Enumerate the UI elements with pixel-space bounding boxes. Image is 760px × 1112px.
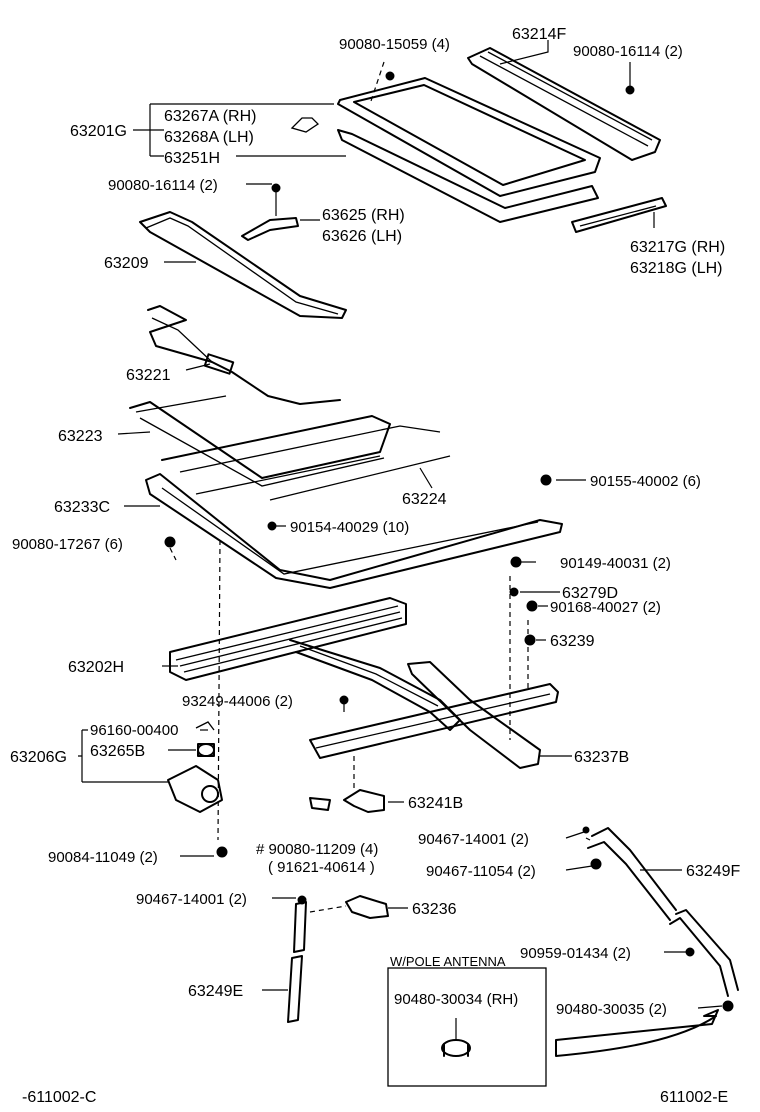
- label-63237B: 63237B: [574, 749, 629, 766]
- label-90080-16114-top: 90080-16114 (2): [573, 43, 683, 60]
- sunshade-frame: [139, 211, 347, 319]
- label-63224: 63224: [402, 491, 447, 508]
- alignment-lines: [169, 61, 591, 913]
- inset-title: W/POLE ANTENNA: [390, 954, 506, 969]
- label-63209: 63209: [104, 255, 149, 272]
- label-90155-40002: 90155-40002 (6): [590, 473, 701, 490]
- label-63221: 63221: [126, 367, 171, 384]
- label-63251H: 63251H: [164, 150, 220, 167]
- drawing-code-left: -611002-C: [22, 1089, 96, 1106]
- label-91621-40614: ( 91621-40614 ): [268, 859, 375, 876]
- label-63249F: 63249F: [686, 863, 740, 880]
- label-63233C: 63233C: [54, 499, 110, 516]
- side-trim: [571, 197, 667, 233]
- label-93249-44006: 93249-44006 (2): [182, 693, 293, 710]
- drawing-code-right: 611002-E: [660, 1089, 728, 1106]
- label-90168-40027: 90168-40027 (2): [550, 599, 661, 616]
- label-63249E: 63249E: [188, 983, 243, 1000]
- label-90149-40031: 90149-40031 (2): [560, 555, 671, 572]
- sunroof-glass-panel: [337, 77, 601, 223]
- label-63217G: 63217G (RH): [630, 239, 725, 256]
- leader-lines: [78, 40, 723, 1040]
- label-90080-17267: 90080-17267 (6): [12, 536, 123, 553]
- pole-antenna-inset: [387, 967, 719, 1087]
- rail-clamp: [309, 789, 385, 813]
- sunroof-housing-frame: [145, 425, 563, 589]
- drive-cable: [147, 305, 341, 405]
- label-63214F: 63214F: [512, 26, 566, 43]
- bracket: [241, 183, 299, 241]
- label-63223: 63223: [58, 428, 103, 445]
- label-63267A: 63267A (RH): [164, 108, 257, 125]
- label-63202H: 63202H: [68, 659, 124, 676]
- label-63206G: 63206G: [10, 749, 67, 766]
- label-63241B: 63241B: [408, 795, 463, 812]
- label-63239: 63239: [550, 633, 595, 650]
- hose-connector: [345, 895, 389, 919]
- label-90080-15059: 90080-15059 (4): [339, 36, 450, 53]
- drain-tray: [169, 597, 461, 731]
- label-63201G: 63201G: [70, 123, 127, 140]
- seal-clip: [290, 117, 320, 133]
- label-63279D: 63279D: [562, 585, 618, 602]
- label-90467-14001-right: 90467-14001 (2): [418, 831, 529, 848]
- rear-drain-hose: [287, 901, 307, 1023]
- label-63218G: 63218G (LH): [630, 260, 723, 277]
- label-90154-40029: 90154-40029 (10): [290, 519, 409, 536]
- wind-deflector: [467, 47, 661, 161]
- label-90480-30034: 90480-30034 (RH): [394, 991, 518, 1008]
- label-90467-14001-left: 90467-14001 (2): [136, 891, 247, 908]
- label-90080-16114-mid: 90080-16114 (2): [108, 177, 218, 194]
- label-63236: 63236: [412, 901, 457, 918]
- label-63625: 63625 (RH): [322, 207, 405, 224]
- label-90080-11209: # 90080-11209 (4): [256, 841, 378, 858]
- label-90959-01434: 90959-01434 (2): [520, 945, 631, 962]
- front-drain-hose: [587, 827, 739, 997]
- guide-rails: [129, 395, 451, 501]
- fastener-symbols: [164, 71, 734, 1012]
- label-63626: 63626 (LH): [322, 228, 402, 245]
- label-63265B: 63265B: [90, 743, 145, 760]
- label-90084-11049: 90084-11049 (2): [48, 849, 158, 866]
- label-90480-30035: 90480-30035 (2): [556, 1001, 667, 1018]
- label-63268A: 63268A (LH): [164, 129, 254, 146]
- label-96160-00400: 96160-00400: [90, 722, 178, 739]
- label-90467-11054: 90467-11054 (2): [426, 863, 536, 880]
